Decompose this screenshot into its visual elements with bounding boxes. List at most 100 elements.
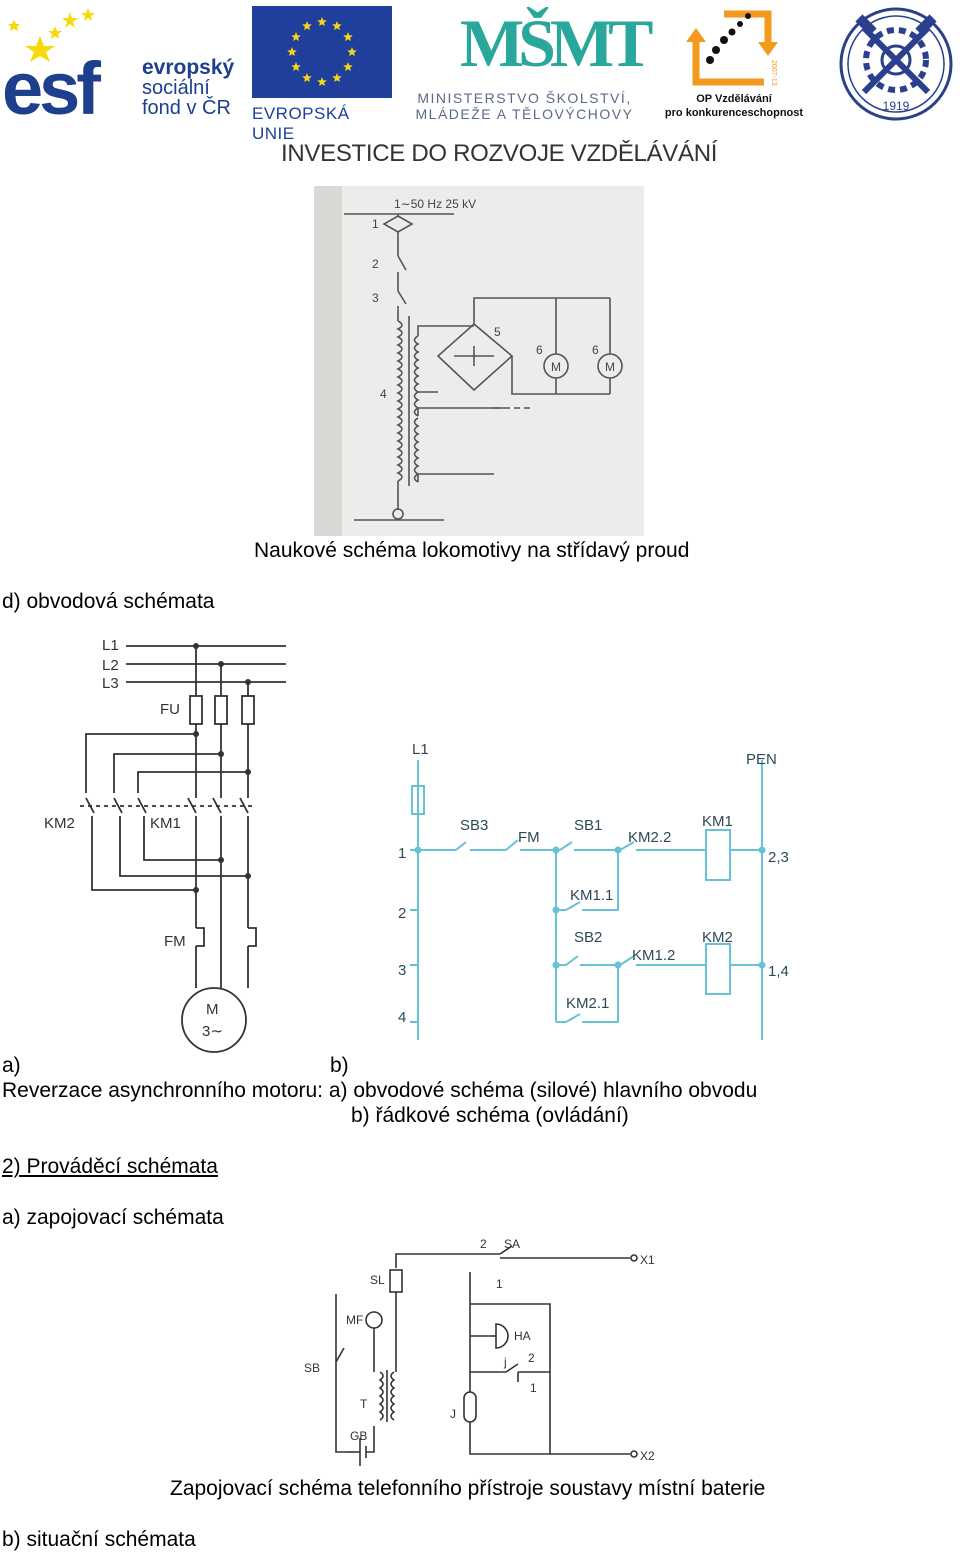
svg-text:HA: HA	[514, 1329, 531, 1343]
figure1-caption: Naukové schéma lokomotivy na střídavý pr…	[254, 539, 690, 562]
svg-text:1919: 1919	[883, 99, 910, 113]
svg-text:KM1.2: KM1.2	[632, 947, 675, 964]
msmt-line1: MINISTERSTVO ŠKOLSTVÍ,	[417, 90, 632, 106]
eu-flag-icon	[252, 6, 392, 98]
svg-text:KM2.2: KM2.2	[628, 829, 671, 846]
svg-text:SB2: SB2	[574, 929, 602, 946]
svg-text:6: 6	[592, 343, 599, 357]
figure2-caption-line2: b) řádkové schéma (ovládání)	[351, 1104, 629, 1127]
svg-text:KM1: KM1	[702, 813, 733, 830]
section-2a-heading: a) zapojovací schémata	[2, 1206, 224, 1229]
svg-text:1: 1	[372, 217, 379, 231]
eu-star-icon	[332, 21, 342, 31]
svg-text:FM: FM	[164, 933, 186, 950]
eu-star-icon	[317, 17, 327, 26]
svg-text:SB: SB	[304, 1361, 320, 1375]
control-ladder-diagram: L1 PEN SB3 FM SB1 KM2.2 KM1 KM1.1 SB2 KM…	[390, 730, 810, 1050]
svg-text:MF: MF	[346, 1313, 363, 1327]
esf-line3: fond v ČR	[142, 97, 231, 119]
svg-text:4: 4	[398, 1009, 406, 1026]
svg-text:GB: GB	[350, 1429, 367, 1443]
svg-text:SA: SA	[504, 1237, 520, 1251]
svg-text:KM2.1: KM2.1	[566, 995, 609, 1012]
eu-star-icon	[343, 32, 353, 41]
figure3-caption: Zapojovací schéma telefonního přístroje …	[170, 1477, 766, 1500]
op-line2: pro konkurenceschopnost	[664, 107, 804, 119]
eu-logo: EVROPSKÁ UNIE	[252, 6, 392, 143]
eu-star-icon	[291, 62, 301, 71]
svg-text:FU: FU	[160, 701, 180, 718]
svg-text:FM: FM	[518, 829, 540, 846]
section-2-heading: 2) Prováděcí schémata	[2, 1155, 218, 1178]
svg-text:4: 4	[380, 387, 387, 401]
msmt-mark: MŠMT	[460, 5, 654, 81]
eu-star-icon	[302, 21, 312, 31]
svg-text:j: j	[503, 1355, 507, 1369]
eu-star-icon	[317, 77, 327, 86]
label-a: a)	[2, 1054, 21, 1077]
svg-text:SB1: SB1	[574, 817, 602, 834]
label-b: b)	[330, 1054, 349, 1077]
esf-letters: esf	[2, 47, 101, 130]
svg-text:2: 2	[398, 905, 406, 922]
svg-text:1: 1	[398, 845, 406, 862]
power-circuit-diagram: L1 L2 L3 FU KM2 KM1 FM M 3∼	[36, 628, 306, 1058]
esf-line1: evropský	[142, 56, 235, 79]
op-arrows-icon: 2007-13	[686, 10, 778, 86]
svg-text:T: T	[360, 1397, 368, 1411]
svg-text:2,3: 2,3	[768, 849, 789, 866]
svg-text:PEN: PEN	[746, 751, 777, 768]
op-line1: OP Vzdělávání	[696, 93, 772, 105]
svg-text:1∼50 Hz 25 kV: 1∼50 Hz 25 kV	[394, 197, 476, 211]
section-2b-heading: b) situační schémata	[2, 1528, 196, 1551]
msmt-logo: MŠMT MINISTERSTVO ŠKOLSTVÍ, MLÁDEŽE A TĚ…	[402, 4, 654, 126]
locomotive-schematic: 1∼50 Hz 25 kV 1 2 3 4 5 6 6 M M	[314, 186, 644, 536]
svg-text:2: 2	[480, 1237, 487, 1251]
op-logo: 2007-13 OP Vzdělávání pro konkurencescho…	[654, 4, 814, 126]
esf-stars-icon	[8, 8, 95, 62]
eu-star-icon	[343, 62, 353, 71]
svg-text:L1: L1	[412, 741, 429, 758]
svg-text:X1: X1	[640, 1253, 655, 1267]
school-emblem: 1919	[838, 6, 954, 122]
svg-text:L3: L3	[102, 675, 119, 692]
esf-logo: esf evropský sociální fond v ČR	[0, 4, 245, 130]
eu-star-icon	[287, 47, 297, 56]
svg-text:SB3: SB3	[460, 817, 488, 834]
msmt-line2: MLÁDEŽE A TĚLOVÝCHOVY	[415, 106, 634, 122]
svg-text:5: 5	[494, 325, 501, 339]
svg-text:M: M	[551, 360, 561, 374]
svg-text:6: 6	[536, 343, 543, 357]
figure2-caption-line1: Reverzace asynchronního motoru: a) obvod…	[2, 1079, 758, 1102]
svg-text:2: 2	[372, 257, 379, 271]
eu-star-icon	[347, 47, 357, 56]
svg-text:L2: L2	[102, 657, 119, 674]
svg-text:J: J	[450, 1407, 456, 1421]
svg-text:1,4: 1,4	[768, 963, 789, 980]
eu-star-icon	[291, 32, 301, 41]
esf-line2: sociální	[142, 77, 210, 99]
gear-hammer-emblem-icon: 1919	[839, 7, 953, 121]
svg-text:M: M	[206, 1001, 219, 1018]
eu-star-icon	[332, 73, 342, 82]
svg-text:M: M	[605, 360, 615, 374]
svg-text:X2: X2	[640, 1449, 655, 1463]
svg-text:2007-13: 2007-13	[770, 60, 777, 86]
section-d-heading: d) obvodová schémata	[2, 590, 215, 613]
tagline: INVESTICE DO ROZVOJE VZDĚLÁVÁNÍ	[281, 140, 718, 167]
telephone-wiring-diagram: 2 SA X1 1 SL MF HA j 2 1 SB T J GB X2	[300, 1232, 670, 1472]
svg-text:KM2: KM2	[44, 815, 75, 832]
eu-caption: EVROPSKÁ UNIE	[252, 104, 350, 143]
svg-text:L1: L1	[102, 637, 119, 654]
svg-text:KM1: KM1	[150, 815, 181, 832]
svg-text:3: 3	[372, 291, 379, 305]
svg-text:1: 1	[530, 1381, 537, 1395]
svg-text:2: 2	[528, 1351, 535, 1365]
eu-star-icon	[302, 73, 312, 82]
svg-text:3: 3	[398, 962, 406, 979]
svg-text:SL: SL	[370, 1273, 385, 1287]
svg-text:1: 1	[496, 1277, 503, 1291]
logo-bar: esf evropský sociální fond v ČR EVROPSKÁ…	[0, 0, 960, 143]
svg-text:KM2: KM2	[702, 929, 733, 946]
svg-text:3∼: 3∼	[202, 1023, 223, 1040]
